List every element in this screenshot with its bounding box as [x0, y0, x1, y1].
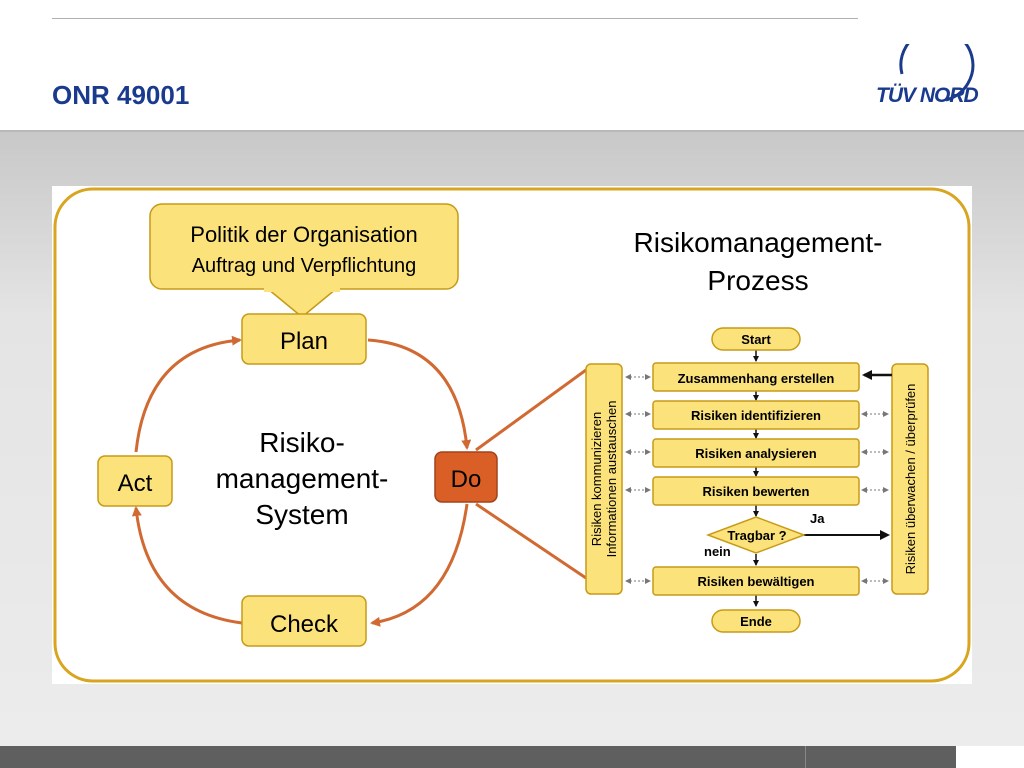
logo-text: TÜV NORD [876, 84, 979, 107]
decision-label: Tragbar ? [727, 528, 786, 543]
step-context-label: Zusammenhang erstellen [678, 371, 835, 386]
center-line-3: System [255, 499, 348, 530]
policy-line-1: Politik der Organisation [190, 222, 417, 247]
policy-line-2: Auftrag und Verpflichtung [192, 255, 417, 277]
step-evaluate [652, 476, 860, 506]
step-treat [652, 566, 860, 596]
decision-no-label: nein [704, 544, 731, 559]
step-context [652, 362, 860, 392]
center-line-2: management- [216, 463, 389, 494]
arrow-check-to-act [131, 506, 243, 625]
monitor-bar [891, 363, 929, 595]
start-node [711, 327, 801, 351]
communicate-bar-line-2: Informationen austauschen [604, 401, 619, 558]
zoom-line-upper [475, 368, 587, 452]
zoom-line-lower [475, 502, 587, 580]
arrow-act-to-plan [134, 335, 242, 453]
outer-frame [53, 187, 971, 683]
decision-yes-label: Ja [810, 511, 825, 526]
top-rule [52, 18, 858, 19]
communicate-bar-line-1: Risiken kommunizieren [589, 412, 604, 546]
footer-separator [805, 746, 806, 768]
diagram-panel: Politik der Organisation Auftrag und Ver… [52, 186, 972, 684]
act-label: Act [118, 470, 153, 497]
monitor-bar-label: Risiken überwachen / überprüfen [903, 384, 918, 575]
arrow-do-to-check [370, 503, 469, 627]
step-treat-label: Risiken bewältigen [697, 574, 814, 589]
exchange-arrows [625, 374, 889, 584]
end-label: Ende [740, 614, 772, 629]
do-label: Do [451, 466, 482, 493]
process-title-line-2: Prozess [707, 265, 808, 296]
risk-management-diagram: Politik der Organisation Auftrag und Ver… [53, 187, 971, 683]
check-label: Check [270, 611, 339, 638]
tuv-nord-logo: TÜV NORD [876, 44, 980, 107]
decision-diamond [705, 516, 807, 554]
step-identify [652, 400, 860, 430]
step-analyze [652, 438, 860, 468]
end-node [711, 609, 801, 633]
step-evaluate-label: Risiken bewerten [703, 484, 810, 499]
plan-box [241, 313, 367, 365]
step-identify-label: Risiken identifizieren [691, 408, 821, 423]
do-box [434, 451, 498, 503]
footer-bar [0, 746, 956, 768]
step-analyze-label: Risiken analysieren [695, 446, 816, 461]
communicate-bar [585, 363, 623, 595]
act-box [97, 455, 173, 507]
arrow-plan-to-do [367, 338, 472, 450]
slide-title: ONR 49001 [52, 80, 190, 110]
process-title-line-1: Risikomanagement- [634, 227, 883, 258]
center-line-1: Risiko- [259, 427, 345, 458]
start-label: Start [741, 332, 771, 347]
plan-label: Plan [280, 328, 328, 355]
check-box [241, 595, 367, 647]
